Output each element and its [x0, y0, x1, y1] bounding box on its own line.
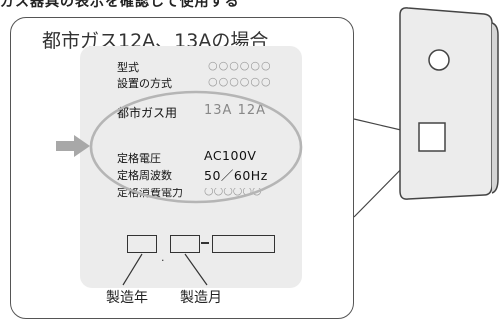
date-separator-dot: .	[161, 251, 165, 264]
callout-frame	[10, 17, 354, 319]
install-label: 設置の方式	[117, 77, 172, 90]
install-value: ○○○○○○	[208, 75, 272, 88]
rated-power-label: 定格消費電力	[117, 188, 183, 198]
rated-voltage-label: 定格電圧	[117, 152, 161, 165]
manufacture-month-box	[170, 235, 200, 253]
serial-number-box	[212, 235, 275, 253]
gas-type-label: 都市ガス用	[117, 106, 178, 120]
date-separator-dash	[201, 242, 209, 244]
rated-power-value: ○○○○○○	[204, 188, 262, 197]
header-cut-text: ガス器具の表示を確認して使用する	[0, 0, 240, 10]
rated-voltage-value: AC100V	[204, 148, 257, 163]
rated-frequency-label: 定格周波数	[117, 169, 172, 182]
model-label: 型式	[117, 61, 139, 74]
model-value: ○○○○○○	[208, 59, 272, 72]
gas-type-value: 13A 12A	[204, 103, 267, 118]
manufacture-year-box	[127, 235, 157, 253]
gas-appliance-illustration	[399, 7, 499, 200]
appliance-knob-icon	[428, 49, 450, 71]
rated-power-row-cut: 定格消費電力 ○○○○○○	[117, 188, 287, 198]
manufacture-month-caption: 製造月	[180, 290, 222, 306]
appliance-rating-plate-icon	[418, 122, 446, 152]
manufacture-year-caption: 製造年	[106, 290, 148, 306]
pointer-arrow-icon	[56, 135, 90, 157]
rated-frequency-value: 50／60Hz	[204, 168, 268, 183]
